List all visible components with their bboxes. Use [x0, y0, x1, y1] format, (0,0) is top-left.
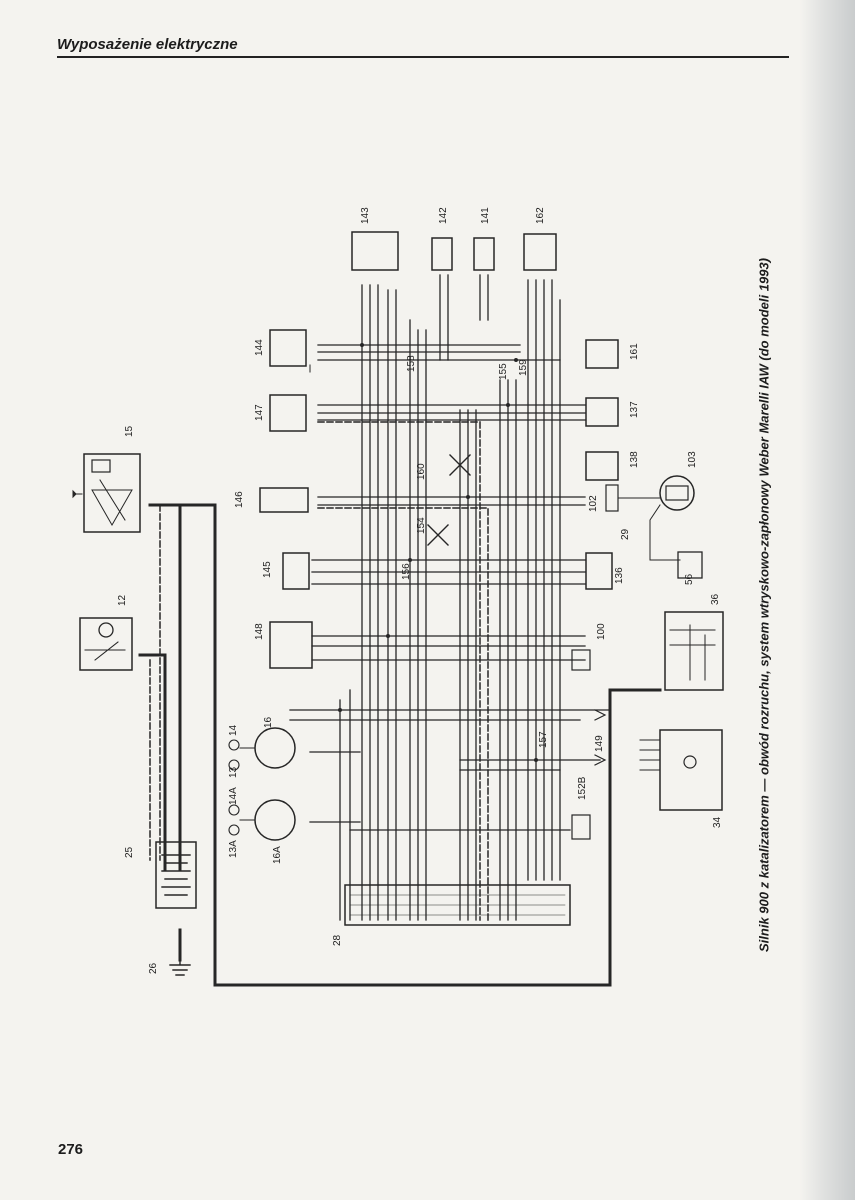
- component-label: 155: [498, 363, 509, 380]
- component-label: 16A: [272, 846, 283, 864]
- component-label: 142: [438, 207, 449, 224]
- component-label: 145: [262, 561, 273, 578]
- component-label: 136: [614, 567, 625, 584]
- component-labels: 143 142 141 162 144 161 147 137 158 155 …: [117, 207, 723, 974]
- component-label: 159: [518, 359, 529, 376]
- component-label: 16: [263, 716, 274, 728]
- page-number: 276: [58, 1141, 84, 1158]
- component-label: 141: [480, 207, 491, 224]
- component-label: 146: [234, 491, 245, 508]
- figure-caption: Silnik 900 z katalizatorem — obwód rozru…: [756, 258, 772, 952]
- component-label: 143: [360, 207, 371, 224]
- component-label: 26: [148, 962, 159, 974]
- component-label: 56: [684, 573, 695, 585]
- component-label: 29: [620, 528, 631, 540]
- component-label: 34: [712, 816, 723, 828]
- component-label: 14: [228, 724, 239, 736]
- component-label: 36: [710, 593, 721, 605]
- component-label: 15: [124, 425, 135, 437]
- component-label: 13A: [228, 840, 239, 858]
- component-label: 138: [629, 451, 640, 468]
- component-label: 144: [254, 339, 265, 356]
- component-label: 147: [254, 404, 265, 421]
- component-label: 13: [228, 766, 239, 778]
- component-label: 12: [117, 594, 128, 606]
- component-label: 103: [687, 451, 698, 468]
- component-label: 14A: [228, 787, 239, 805]
- header-rule: [57, 56, 789, 58]
- component-label: 25: [124, 846, 135, 858]
- component-label: 148: [254, 623, 265, 640]
- component-label: 152B: [577, 776, 588, 800]
- component-label: 158: [406, 355, 417, 372]
- component-label: 161: [629, 343, 640, 360]
- page-binding-shadow: [800, 0, 855, 1200]
- component-label: 154: [416, 517, 427, 534]
- component-label: 160: [416, 463, 427, 480]
- component-label: 28: [332, 934, 343, 946]
- component-label: 157: [538, 731, 549, 748]
- component-label: 137: [629, 401, 640, 418]
- component-label: 102: [588, 495, 599, 512]
- component-label: 156: [401, 563, 412, 580]
- component-label: 149: [594, 735, 605, 752]
- component-label: 162: [535, 207, 546, 224]
- page-header: Wyposażenie elektryczne: [57, 36, 238, 53]
- component-label: 100: [596, 623, 607, 640]
